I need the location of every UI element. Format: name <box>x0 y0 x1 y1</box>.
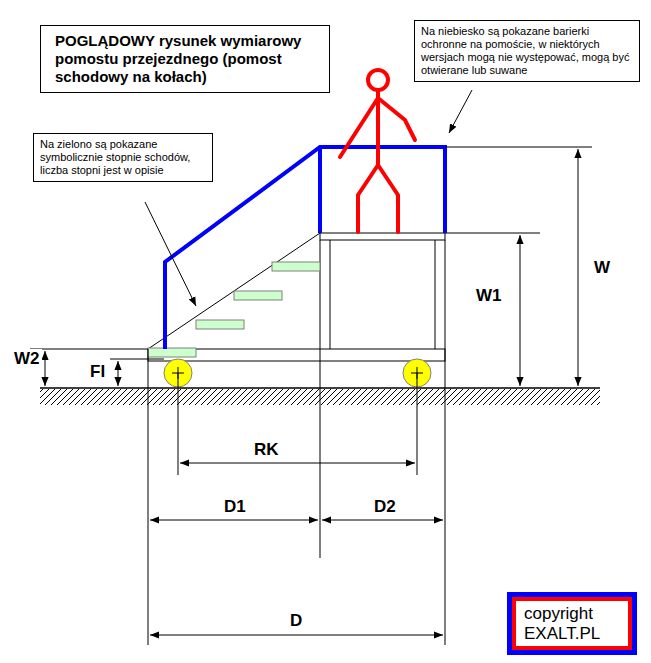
dimension-label: D <box>288 611 304 631</box>
dimension-label: FI <box>88 362 107 382</box>
wheels <box>164 359 431 387</box>
dimension-label: W2 <box>12 349 42 369</box>
note-box: Na niebiesko są pokazane barierki ochron… <box>414 20 640 82</box>
leader-lines <box>145 90 472 306</box>
title-text: POGLĄDOWY rysunek wymiarowy pomostu prze… <box>55 32 319 86</box>
note-text: Na zielono są pokazane symbolicznie stop… <box>40 138 206 177</box>
dimension-label: W1 <box>474 286 504 306</box>
frame <box>148 233 540 361</box>
note-box: Na zielono są pokazane symbolicznie stop… <box>33 133 213 182</box>
copyright-text: copyright EXALT.PL <box>524 604 624 644</box>
dimension-lines <box>30 147 592 645</box>
copyright-box: copyright EXALT.PL <box>507 592 637 655</box>
person-figure <box>340 70 415 232</box>
dimension-label: W <box>592 258 612 278</box>
stair-steps <box>148 262 320 357</box>
title-box: POGLĄDOWY rysunek wymiarowy pomostu prze… <box>40 25 330 93</box>
note-text: Na niebiesko są pokazane barierki ochron… <box>421 25 633 77</box>
dimension-label: D1 <box>222 497 248 517</box>
dimension-label: RK <box>252 440 281 460</box>
dimension-label: D2 <box>372 497 398 517</box>
